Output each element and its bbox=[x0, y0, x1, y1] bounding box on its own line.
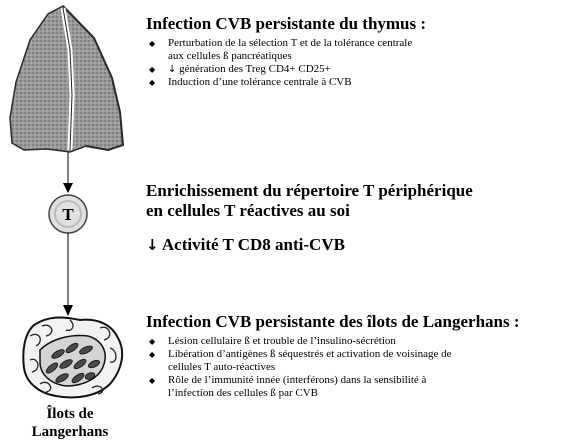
islets-caption: Îlots de Langerhans bbox=[22, 405, 118, 441]
tcell-title-line1: Enrichissement du répertoire T périphéri… bbox=[146, 181, 473, 200]
thymus-bullet: ↓ génération des Treg CD4+ CD25+ bbox=[146, 63, 576, 76]
thymus-bullet: Perturbation de la sélection T et de la … bbox=[146, 37, 576, 63]
arrow-thymus-to-t bbox=[63, 152, 73, 193]
islets-bullet: Libération d’antigènes ß séquestrés et a… bbox=[146, 348, 583, 374]
down-arrow-icon: ↓ bbox=[168, 64, 177, 75]
islets-section: Infection CVB persistante des îlots de L… bbox=[146, 312, 583, 400]
islets-caption-line2: Langerhans bbox=[31, 424, 109, 440]
thymus-title: Infection CVB persistante du thymus : bbox=[146, 14, 427, 33]
tcell-section: Enrichissement du répertoire T périphéri… bbox=[146, 181, 576, 255]
islets-bullet: Rôle de l’immunité innée (interférons) d… bbox=[146, 374, 583, 400]
t-cell-node bbox=[48, 194, 88, 234]
thymus-section: Infection CVB persistante du thymus : Pe… bbox=[146, 14, 576, 89]
islets-bullets: Lésion cellulaire ß et trouble de l’insu… bbox=[146, 335, 583, 400]
t-cell-label: T bbox=[62, 205, 74, 224]
islets-illustration bbox=[22, 316, 124, 399]
thymus-illustration bbox=[9, 5, 125, 153]
thymus-bullet: Induction d’une tolérance centrale à CVB bbox=[146, 76, 576, 89]
thymus-bullets: Perturbation de la sélection T et de la … bbox=[146, 37, 576, 89]
cd8-activity: ↓ Activité T CD8 anti-CVB bbox=[146, 235, 345, 254]
islets-bullet: Lésion cellulaire ß et trouble de l’insu… bbox=[146, 335, 583, 348]
down-arrow-icon: ↓ bbox=[146, 236, 159, 254]
islets-caption-line1: Îlots de bbox=[46, 406, 94, 422]
islets-title: Infection CVB persistante des îlots de L… bbox=[146, 312, 520, 331]
tcell-title-line2: en cellules T réactives au soi bbox=[146, 201, 350, 220]
arrow-t-to-islets bbox=[63, 233, 73, 316]
